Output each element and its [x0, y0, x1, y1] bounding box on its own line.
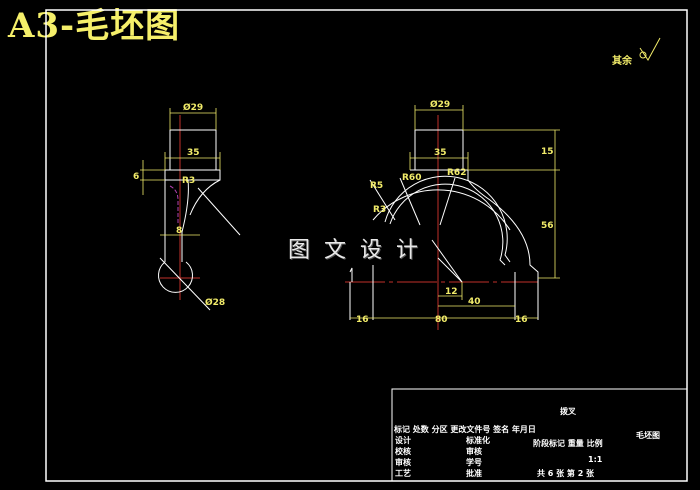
tb-revision-header: 标记 处数 分区 更改文件号 签名 年月日 — [393, 424, 536, 434]
dim-left-circle: Ø28 — [205, 297, 225, 308]
tb-part-name: 拨叉 — [560, 406, 577, 416]
dim-right-left-foot: 16 — [356, 315, 369, 325]
tb-row-label-3: 工艺 — [395, 468, 411, 478]
dim-left-mid-width: 35 — [187, 148, 200, 158]
watermark-text: 图文设计 — [288, 238, 433, 263]
tb-scale: 1:1 — [588, 455, 603, 464]
dim-left-top-width: Ø29 — [183, 102, 203, 113]
dim-right-radius-2: R3 — [373, 205, 386, 215]
roughness-note: 其余 — [612, 56, 632, 67]
dim-right-radius-1: R5 — [370, 181, 383, 191]
left-view: Ø29 35 6 R3 8 Ø28 — [133, 102, 241, 311]
tb-row-label-0: 设计 — [395, 435, 411, 445]
dim-right-mid-width: 35 — [434, 148, 447, 158]
dim-left-flange: 6 — [133, 172, 139, 182]
dim-right-radius-4: R62 — [447, 168, 466, 178]
dim-right-total-span: 80 — [435, 315, 448, 325]
dim-right-height-side: 56 — [541, 221, 554, 231]
tb-sheet-info: 共 6 张 第 2 张 — [537, 468, 595, 478]
tb-stage-header: 阶段标记 重量 比例 — [533, 438, 603, 448]
roughness-symbol-icon — [639, 37, 661, 61]
tb-drawing-name: 毛坯图 — [636, 430, 660, 440]
tb-row-label-2: 审核 — [395, 457, 411, 467]
drawing-frame — [45, 9, 688, 482]
dim-right-top-width: Ø29 — [430, 99, 450, 110]
drawing-title: A3-毛坯图 — [8, 6, 181, 46]
tb-mid-label-3: 批准 — [466, 468, 482, 478]
right-view: Ø29 35 15 56 12 40 80 16 16 R5 R3 R60 R6… — [345, 99, 560, 330]
tb-mid-label-0: 标准化 — [465, 435, 490, 445]
dim-right-radius-3: R60 — [402, 173, 421, 183]
title-block: 拨叉 标记 处数 分区 更改文件号 签名 年月日 毛坯图 设计 校核 审核 工艺… — [391, 388, 688, 482]
dim-left-angle: R3 — [182, 176, 195, 186]
dim-right-height-top: 15 — [541, 147, 554, 157]
tb-mid-label-2: 学号 — [466, 457, 482, 467]
tb-row-label-1: 校核 — [395, 446, 411, 456]
dim-right-half-span: 40 — [468, 297, 481, 307]
tb-mid-label-1: 审核 — [466, 446, 482, 456]
dim-right-right-foot: 16 — [515, 315, 528, 325]
dim-left-neck: 8 — [176, 226, 182, 236]
dim-right-offset: 12 — [445, 287, 458, 297]
